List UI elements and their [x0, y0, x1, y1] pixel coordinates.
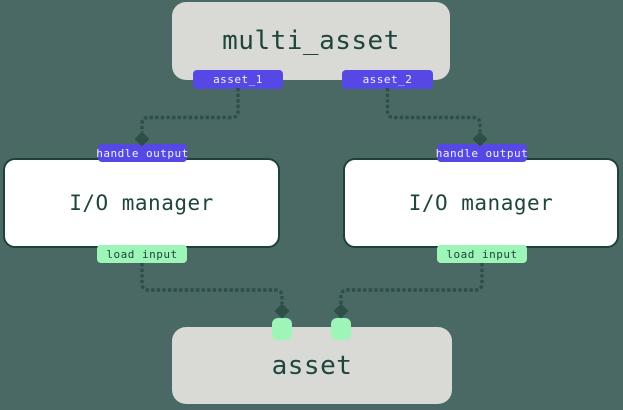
output-badge-asset-1: asset_1	[193, 70, 283, 89]
load-input-badge-left: load input	[97, 245, 187, 263]
handle-output-badge-right-label: handle output	[435, 146, 529, 160]
asset-title: asset	[271, 350, 353, 381]
io-manager-right-title: I/O manager	[408, 191, 554, 215]
connector-right-io-to-asset	[339, 263, 484, 304]
connector-asset2-to-right-io	[385, 88, 482, 132]
connector-asset1-to-left-io	[140, 88, 240, 132]
output-badge-asset-1-label: asset_1	[213, 73, 263, 86]
asset-input-port-1	[272, 318, 292, 340]
connector-left-io-to-asset	[140, 263, 284, 304]
handle-output-badge-left-label: handle output	[96, 146, 189, 160]
diamond-arrowhead-icon	[274, 303, 290, 319]
output-badge-asset-2: asset_2	[342, 70, 433, 89]
load-input-badge-right: load input	[437, 245, 527, 263]
io-manager-node-left: I/O manager	[3, 158, 280, 248]
asset-input-port-2	[331, 318, 351, 340]
load-input-badge-right-label: load input	[446, 247, 518, 261]
io-manager-left-title: I/O manager	[69, 191, 214, 215]
io-manager-node-right: I/O manager	[343, 158, 619, 248]
output-badge-asset-2-label: asset_2	[362, 73, 413, 86]
diamond-arrowhead-icon	[333, 303, 349, 319]
multi-asset-node: multi_asset	[172, 2, 450, 80]
asset-node: asset	[172, 327, 452, 404]
multi-asset-title: multi_asset	[222, 26, 400, 56]
handle-output-badge-left: handle output	[96, 144, 189, 162]
load-input-badge-left-label: load input	[106, 247, 178, 261]
handle-output-badge-right: handle output	[435, 144, 529, 162]
